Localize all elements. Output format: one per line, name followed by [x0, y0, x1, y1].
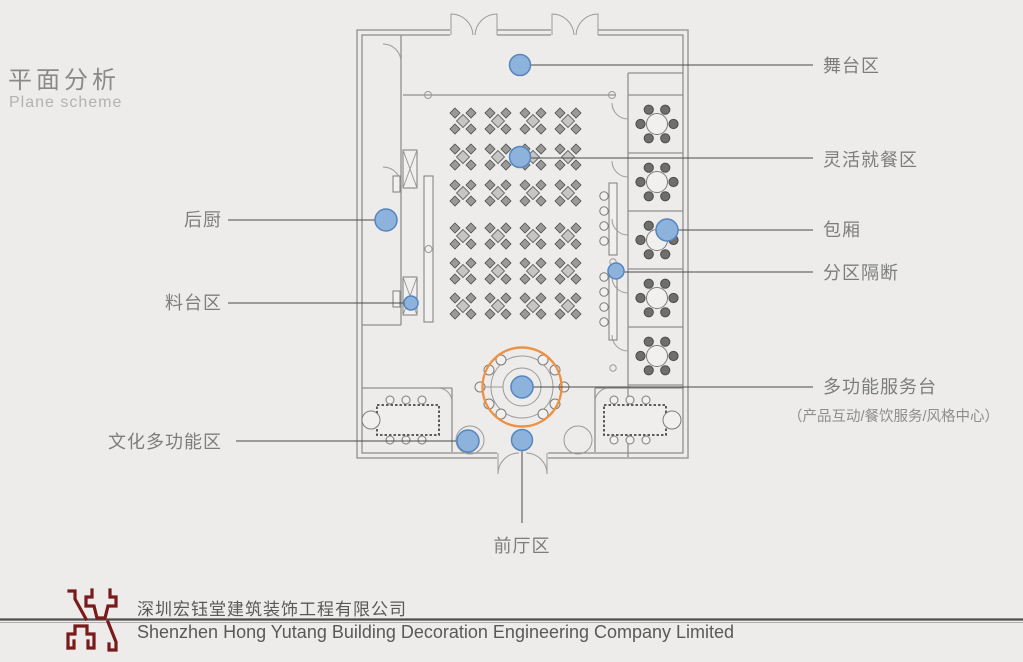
callout-label-partition: 分区隔断: [823, 263, 899, 283]
callout-marker-dining: [508, 145, 532, 169]
page-subtitle: Plane scheme: [9, 94, 123, 111]
callout-label-dining: 灵活就餐区: [823, 150, 918, 170]
callout-label-private-room: 包厢: [823, 220, 861, 240]
floor-plan: [356, 13, 689, 475]
callout-label-stage: 舞台区: [823, 56, 880, 76]
culture-room-left: [361, 387, 453, 452]
stage-edge: [403, 91, 616, 99]
stage-doors: [450, 13, 599, 38]
callout-markers: [374, 53, 679, 453]
callout-marker-partition: [607, 262, 625, 280]
company-name-cn: 深圳宏钰堂建筑装饰工程有限公司: [137, 600, 407, 619]
callout-marker-service-desk: [510, 375, 534, 399]
callout-marker-prep-area: [403, 295, 419, 311]
round-table: [563, 425, 593, 455]
callout-marker-front-hall: [510, 428, 534, 452]
prep-counter: [423, 175, 434, 323]
dining-tables: [450, 108, 581, 319]
callout-label-front-hall: 前厅区: [493, 536, 551, 556]
callout-label-service-desk: 多功能服务台: [823, 377, 937, 397]
callout-marker-stage: [508, 53, 532, 77]
callout-marker-private-room: [655, 218, 679, 242]
leader-lines: [228, 64, 813, 523]
kitchen-strip: [362, 35, 434, 326]
callout-marker-kitchen: [374, 208, 398, 232]
page-title: 平面分析: [8, 67, 120, 94]
callout-label-prep-area: 料台区: [165, 293, 222, 313]
company-name-en: Shenzhen Hong Yutang Building Decoration…: [137, 622, 735, 642]
culture-room-right: [594, 387, 683, 452]
company-logo-glyph: [66, 588, 118, 652]
footer-divider: [0, 618, 1023, 623]
callout-marker-culture-zone: [456, 429, 480, 453]
round-table: [455, 425, 485, 455]
company-logo: [56, 584, 136, 656]
callout-label-culture-zone: 文化多功能区: [108, 432, 222, 452]
private-rooms: [611, 72, 683, 457]
column: [402, 149, 418, 189]
callout-label-kitchen: 后厨: [184, 210, 222, 230]
callout-sublabel-service-desk: （产品互动/餐饮服务/风格中心）: [788, 409, 1000, 425]
